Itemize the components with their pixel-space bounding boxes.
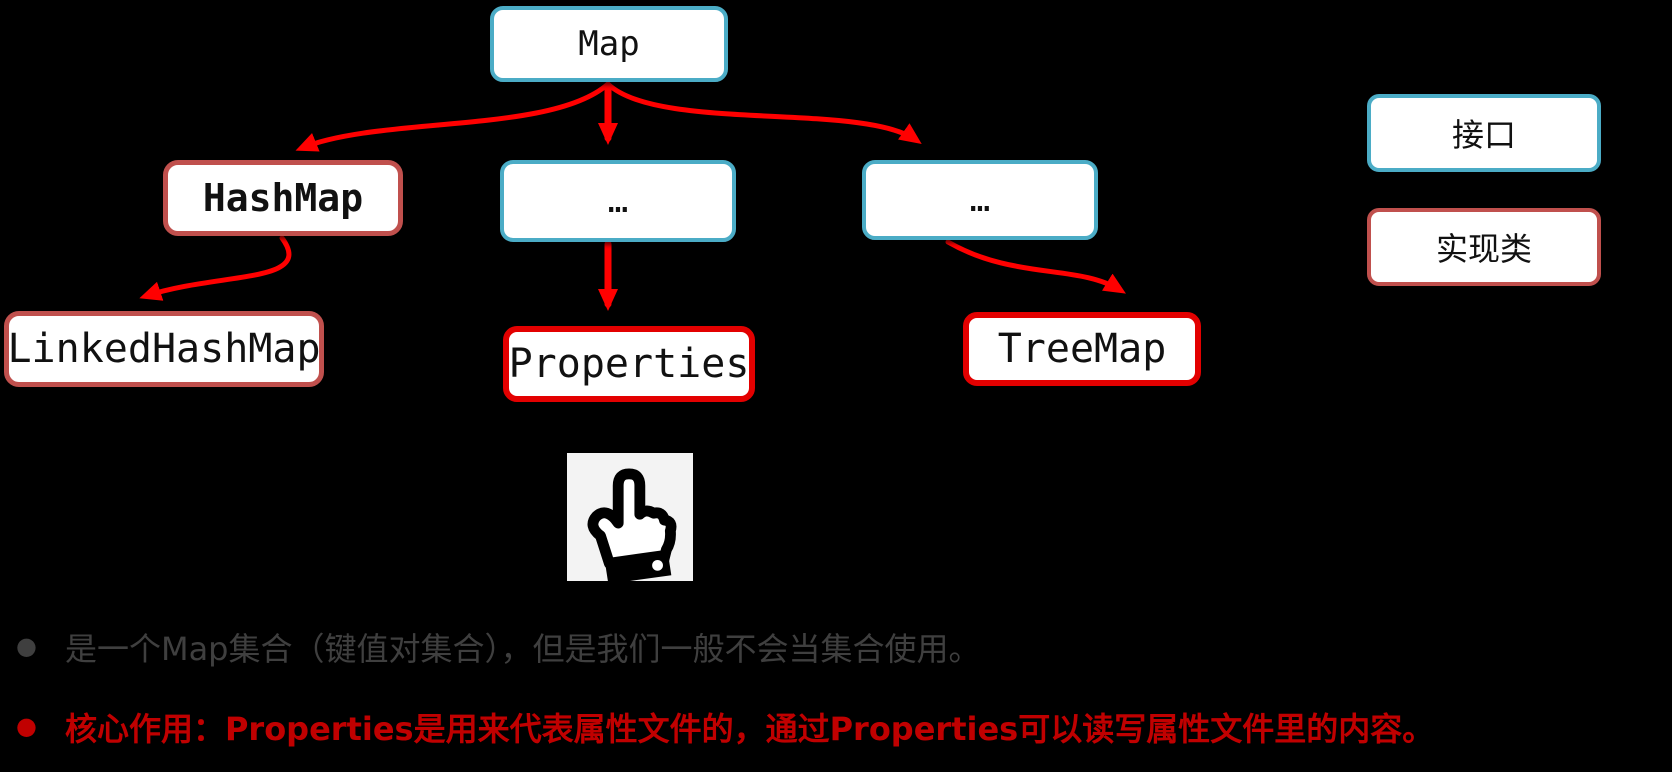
note-core-purpose-text: 核心作用：Properties是用来代表属性文件的，通过Properties可以… (64, 710, 1435, 748)
bullet-icon: ● (16, 632, 37, 660)
legend-implementation-box: 实现类 (1367, 208, 1601, 286)
bullet-icon: ● (16, 712, 37, 740)
note-map-collection-text: 是一个Map集合（键值对集合），但是我们一般不会当集合使用。 (64, 630, 981, 668)
node-map-label: Map (578, 24, 640, 64)
arrow-map-to-hashmap (295, 81, 611, 152)
arrow-dots-to-treemap (945, 239, 1126, 294)
node-linkedhashmap-label: LinkedHashMap (7, 326, 321, 372)
node-map: Map (490, 6, 728, 82)
note-core-purpose: ● 核心作用：Properties是用来代表属性文件的，通过Properties… (16, 704, 1434, 750)
node-linkedhashmap: LinkedHashMap (4, 311, 324, 387)
node-ellipsis-middle-label: … (607, 181, 629, 221)
arrow-hashmap-to-linkedhashmap (139, 235, 292, 301)
node-ellipsis-right-label: … (969, 180, 991, 220)
note-map-collection: ● 是一个Map集合（键值对集合），但是我们一般不会当集合使用。 (16, 624, 981, 670)
hand-up-icon (587, 468, 677, 581)
arrow-map-to-dots-right (605, 81, 922, 145)
node-treemap: TreeMap (963, 312, 1201, 386)
node-properties: Properties (503, 326, 755, 402)
node-properties-label: Properties (508, 341, 750, 387)
node-hashmap-label: HashMap (202, 176, 364, 220)
node-ellipsis-middle: … (500, 160, 736, 242)
node-ellipsis-right: … (862, 160, 1098, 240)
legend-interface-box: 接口 (1367, 94, 1601, 172)
node-hashmap: HashMap (163, 160, 403, 236)
legend-interface-label: 接口 (1451, 116, 1516, 154)
node-treemap-label: TreeMap (997, 326, 1167, 372)
pointing-hand-icon (567, 453, 693, 581)
legend-implementation-label: 实现类 (1435, 230, 1532, 268)
